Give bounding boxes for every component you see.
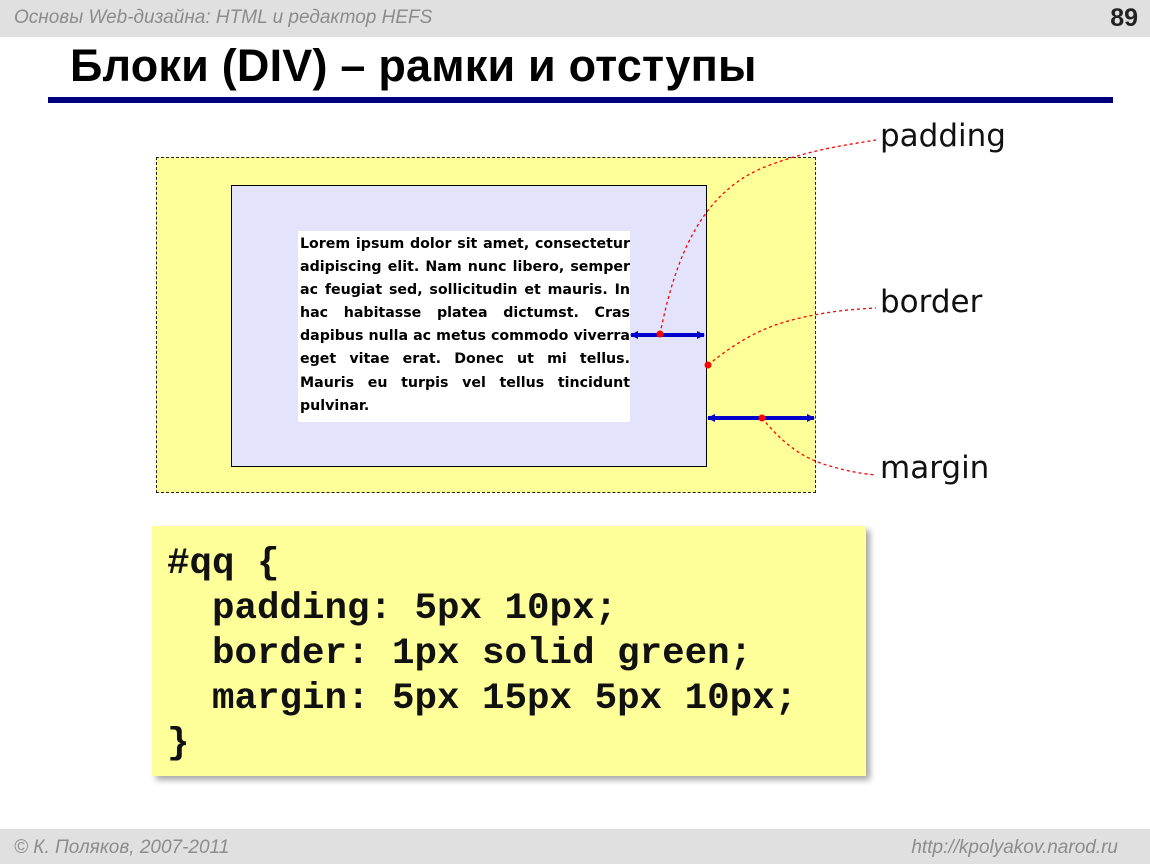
site-url: http://kpolyakov.narod.ru <box>911 837 1118 858</box>
lorem-text: Lorem ipsum dolor sit amet, consectetur … <box>300 236 630 414</box>
course-title: Основы Web-дизайна: HTML и редактор HEFS <box>14 7 433 28</box>
slide-title: Блоки (DIV) – рамки и отступы <box>70 40 757 91</box>
padding-label: padding <box>880 118 1006 154</box>
header-bar: Основы Web-дизайна: HTML и редактор HEFS… <box>0 0 1150 37</box>
code-line: } <box>167 723 190 765</box>
code-line: border: 1px solid green; <box>167 633 753 675</box>
footer-bar: © К. Поляков, 2007-2011 http://kpolyakov… <box>0 829 1150 864</box>
border-label: border <box>880 284 983 320</box>
title-underline <box>48 97 1113 103</box>
page-number: 89 <box>1110 4 1138 32</box>
margin-label: margin <box>880 450 990 486</box>
code-block: #qq { padding: 5px 10px; border: 1px sol… <box>152 526 866 776</box>
content-area: Lorem ipsum dolor sit amet, consectetur … <box>298 231 630 422</box>
copyright-text: © К. Поляков, 2007-2011 <box>14 837 230 858</box>
code-line: margin: 5px 15px 5px 10px; <box>167 678 798 720</box>
code-line: padding: 5px 10px; <box>167 588 618 630</box>
code-line: #qq { <box>167 543 280 585</box>
